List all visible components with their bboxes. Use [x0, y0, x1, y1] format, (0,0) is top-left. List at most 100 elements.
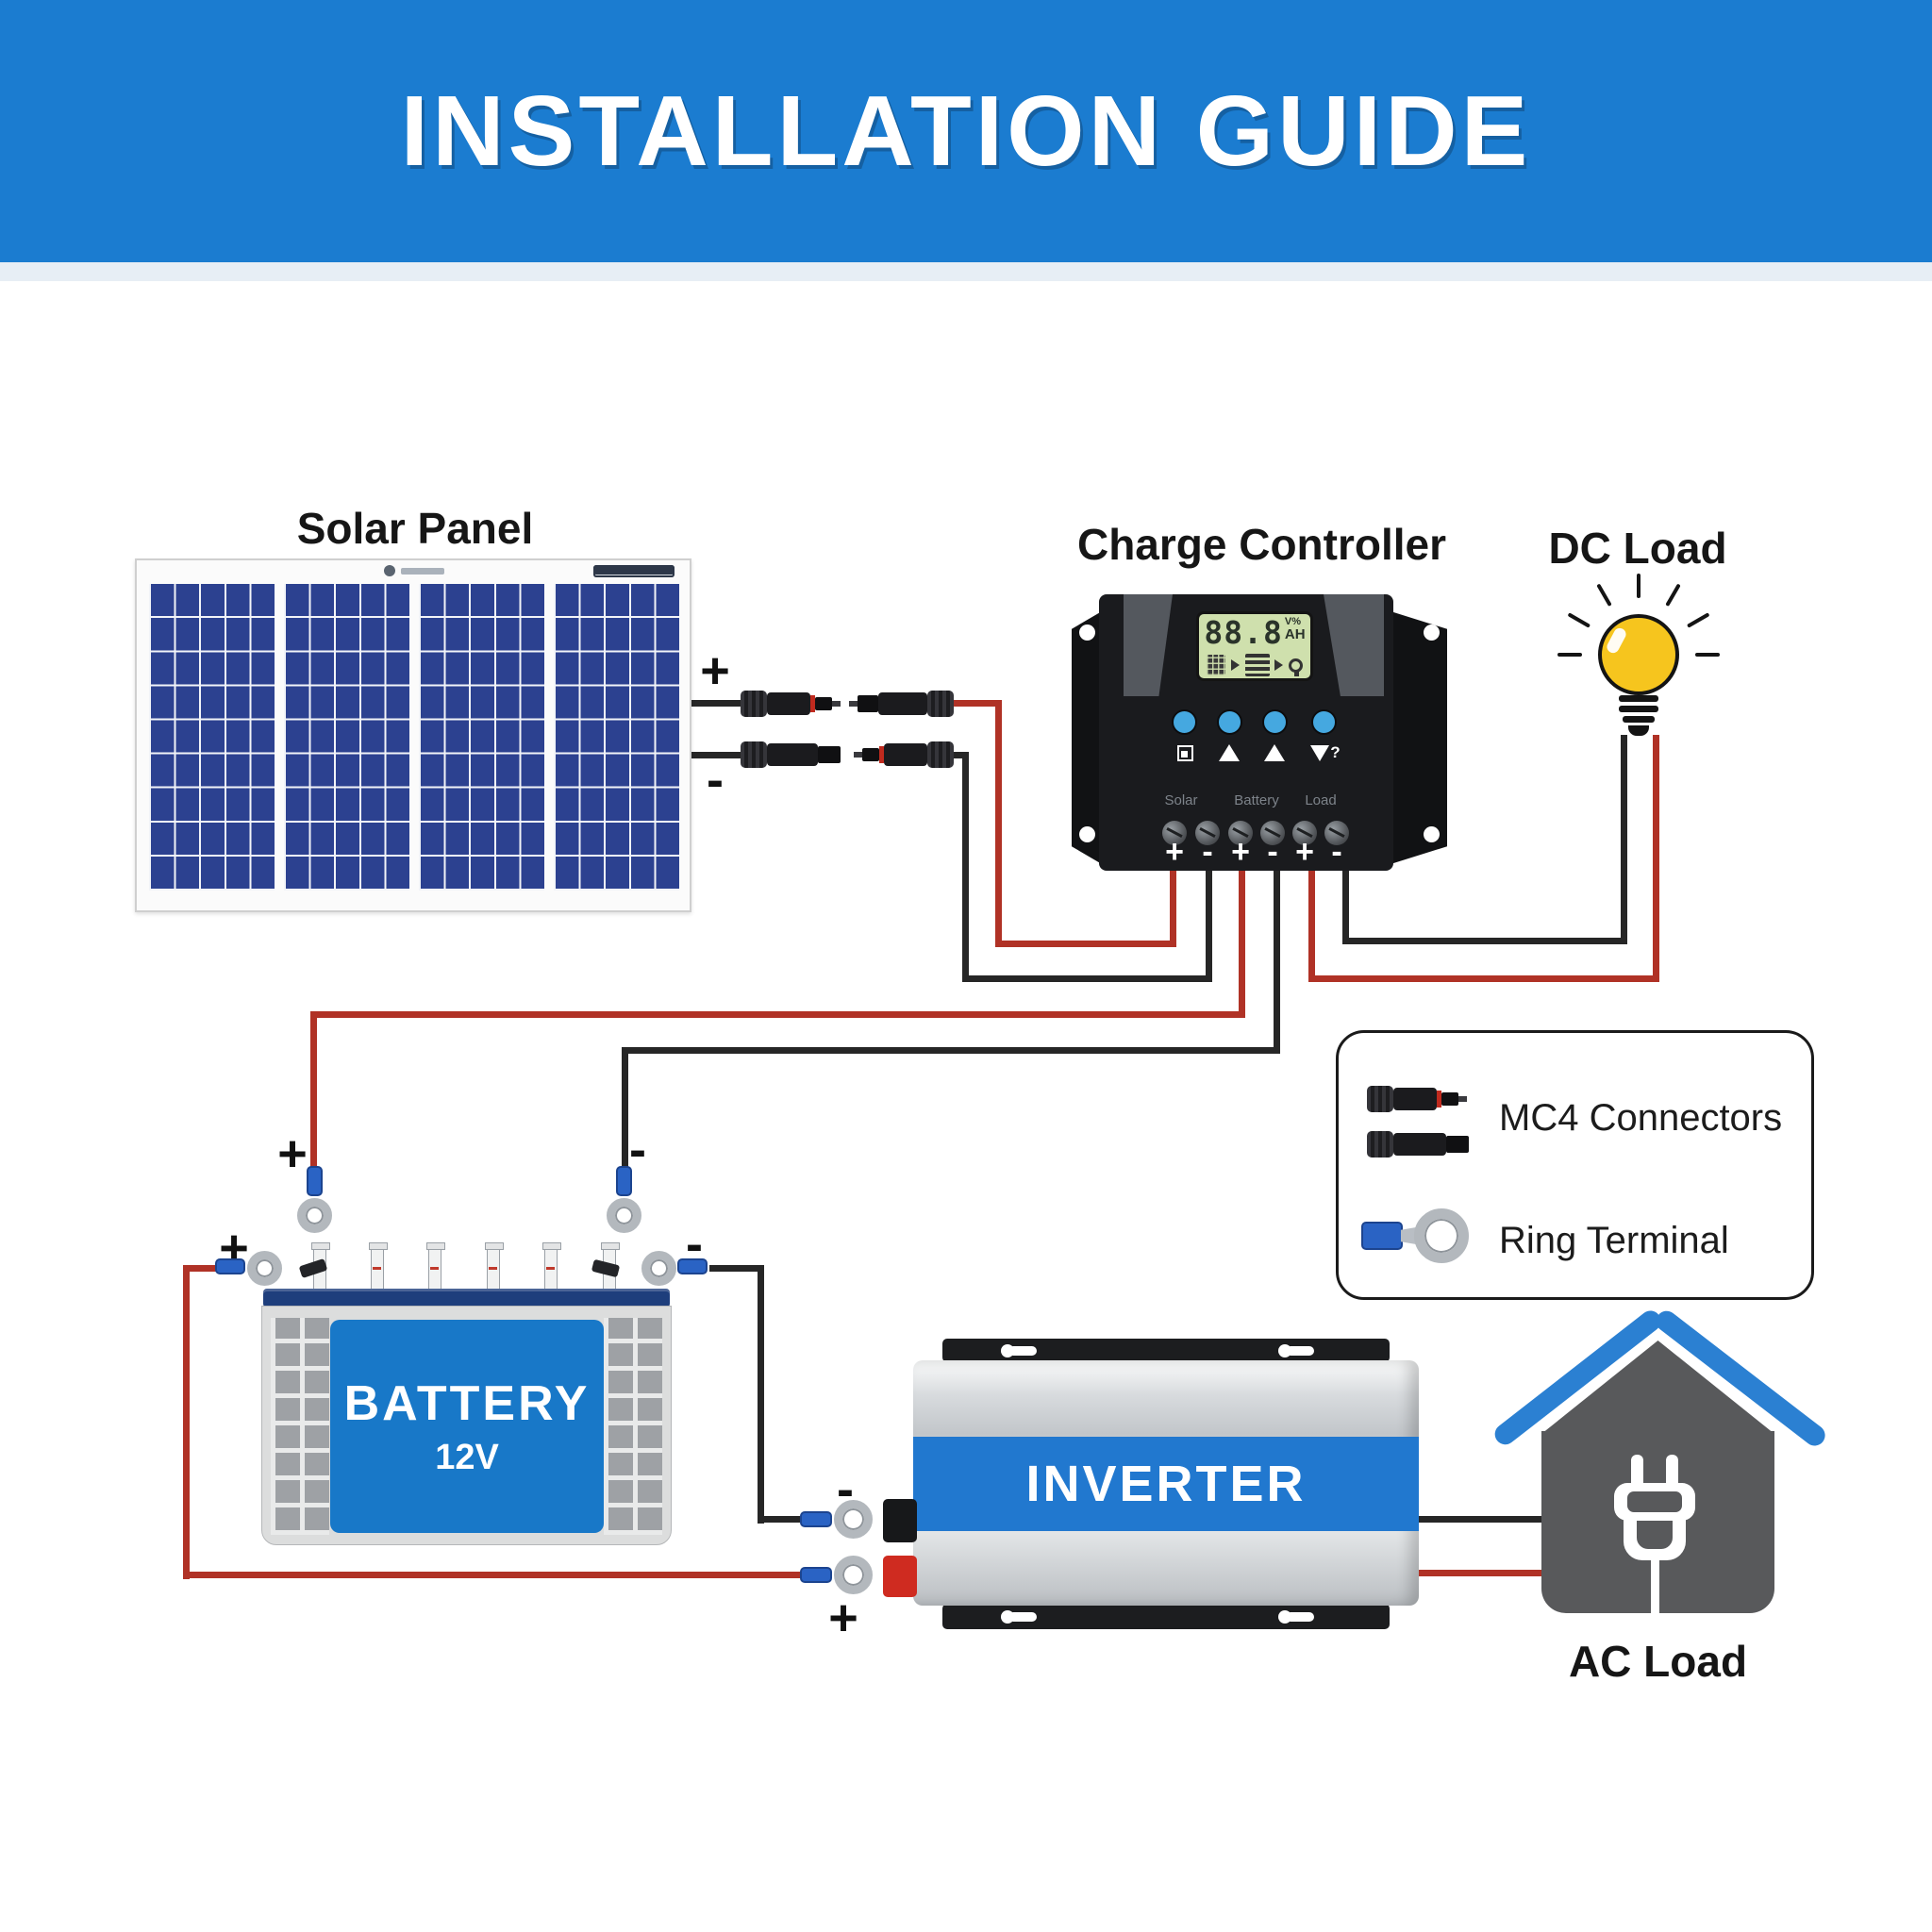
- wire-solar-negative: [962, 752, 969, 982]
- controller-trim: [1324, 594, 1384, 696]
- wire-battery-negative: [1274, 864, 1280, 1054]
- light-ray: [1686, 612, 1710, 628]
- terminal-screw: [1260, 821, 1285, 845]
- lcd-battery-icon: [1244, 654, 1270, 676]
- menu-icon: [1176, 744, 1193, 761]
- battery-panel: BATTERY 12V: [330, 1320, 604, 1533]
- wire-inverter-negative: [709, 1265, 764, 1272]
- header-banner: INSTALLATION GUIDE: [0, 0, 1932, 262]
- controller-button[interactable]: [1172, 709, 1197, 735]
- bulb-base: [1628, 725, 1649, 736]
- charge-controller-icon: 88.8 V% AH: [1099, 594, 1393, 871]
- lcd-arrow-icon: [1230, 659, 1240, 671]
- wire-solar-positive: [1170, 864, 1176, 947]
- terminal-screw: [1324, 821, 1349, 845]
- screw-hole-icon: [1424, 625, 1440, 641]
- solar-cells: [554, 584, 679, 891]
- solar-panel-icon: [135, 558, 691, 912]
- legend-ring-label: Ring Terminal: [1499, 1220, 1729, 1261]
- plug-icon: [1637, 1521, 1673, 1549]
- solar-panel-label: Solar Panel: [296, 504, 534, 553]
- mc4-nose: [862, 748, 879, 761]
- inverter-mount-bracket: [942, 1339, 1390, 1362]
- legend-box: MC4 Connectors Ring Terminal: [1336, 1030, 1814, 1300]
- panel-brand-mark: [401, 568, 444, 575]
- mc4-red-band: [879, 746, 884, 763]
- legend-mc4-label: MC4 Connectors: [1499, 1097, 1783, 1139]
- battery-voltage: 12V: [435, 1437, 499, 1477]
- terminal-polarity: -: [1267, 834, 1278, 870]
- wire-ac-live: [1415, 1570, 1547, 1576]
- terminal-polarity: -: [1331, 834, 1342, 870]
- mc4-cap: [927, 741, 954, 768]
- ring-terminal-icon: [607, 1198, 641, 1233]
- wire-solar-negative: [1206, 864, 1212, 982]
- up-arrow-icon: [1219, 744, 1240, 761]
- wire-solar-positive: [995, 941, 1176, 947]
- screw-hole-icon: [1424, 826, 1440, 842]
- mc4-cap: [1367, 1086, 1393, 1112]
- wire-load-positive: [1308, 975, 1659, 982]
- controller-mount-ear: [1072, 611, 1102, 864]
- light-ray: [1637, 574, 1641, 598]
- lcd-unit-ah: AH: [1284, 626, 1306, 642]
- ring-terminal-icon: [834, 1500, 873, 1539]
- ring-terminal-icon: [215, 1258, 245, 1274]
- mc4-connector-icon: [741, 691, 841, 717]
- solar-positive-sign: +: [700, 642, 730, 699]
- terminal-label-solar: Solar: [1164, 792, 1198, 808]
- mc4-body: [1393, 1133, 1446, 1156]
- inverter-label: INVERTER: [1025, 1456, 1307, 1512]
- light-ray: [1596, 583, 1612, 608]
- charge-controller-label: Charge Controller: [1076, 520, 1447, 569]
- light-ray: [1665, 583, 1681, 608]
- controller-button[interactable]: [1217, 709, 1242, 735]
- ac-load-label: AC Load: [1568, 1637, 1748, 1686]
- battery-right-negative-sign: -: [686, 1216, 703, 1273]
- wire-solar-positive: [995, 700, 1002, 947]
- ring-terminal-icon: [641, 1251, 676, 1286]
- bulb-highlight: [1605, 625, 1628, 656]
- plug-icon: [1666, 1455, 1678, 1489]
- controller-mount-ear: [1391, 611, 1447, 864]
- up-arrow-icon: [1264, 744, 1285, 761]
- terminal-screw: [1162, 821, 1187, 845]
- mc4-nose: [1441, 1092, 1458, 1106]
- controller-button[interactable]: [1262, 709, 1288, 735]
- battery-post: [485, 1242, 504, 1291]
- bulb-base: [1619, 706, 1658, 712]
- mc4-body: [767, 692, 810, 715]
- light-ray: [1557, 653, 1582, 657]
- mc4-nose: [818, 746, 841, 763]
- mc4-pin: [849, 701, 858, 707]
- terminal-screw: [1292, 821, 1317, 845]
- mc4-body: [1393, 1088, 1437, 1110]
- wire-solar-negative: [962, 975, 1212, 982]
- bracket-slot: [1001, 1610, 1037, 1624]
- wire-solar-positive: [941, 700, 1002, 707]
- lcd-unit-volts: V%: [1284, 616, 1302, 627]
- wire-inverter-positive: [183, 1265, 190, 1579]
- inverter-negative-terminal: [883, 1499, 917, 1542]
- wire-battery-positive: [310, 1011, 317, 1172]
- mc4-cap: [741, 741, 767, 768]
- ring-terminal-icon: [800, 1567, 832, 1583]
- wire-load-negative: [1621, 735, 1627, 944]
- mc4-cap: [1367, 1131, 1393, 1158]
- solar-cells: [419, 584, 544, 891]
- inverter-positive-sign: +: [828, 1590, 858, 1646]
- ring-terminal-icon: [1401, 1227, 1416, 1244]
- ring-terminal-icon: [307, 1166, 323, 1196]
- panel-brand-mark: [593, 565, 675, 577]
- bracket-slot: [1278, 1610, 1314, 1624]
- lcd-lamp-icon: [1289, 658, 1303, 676]
- mc4-nose: [1446, 1136, 1469, 1153]
- mc4-body: [878, 692, 927, 715]
- battery-post: [426, 1242, 445, 1291]
- mc4-pin: [832, 701, 841, 707]
- ring-terminal-icon: [677, 1258, 708, 1274]
- ring-terminal-icon: [834, 1556, 873, 1594]
- controller-button[interactable]: [1311, 709, 1337, 735]
- battery-vent-grid: [604, 1318, 662, 1535]
- wire-battery-negative: [622, 1047, 628, 1174]
